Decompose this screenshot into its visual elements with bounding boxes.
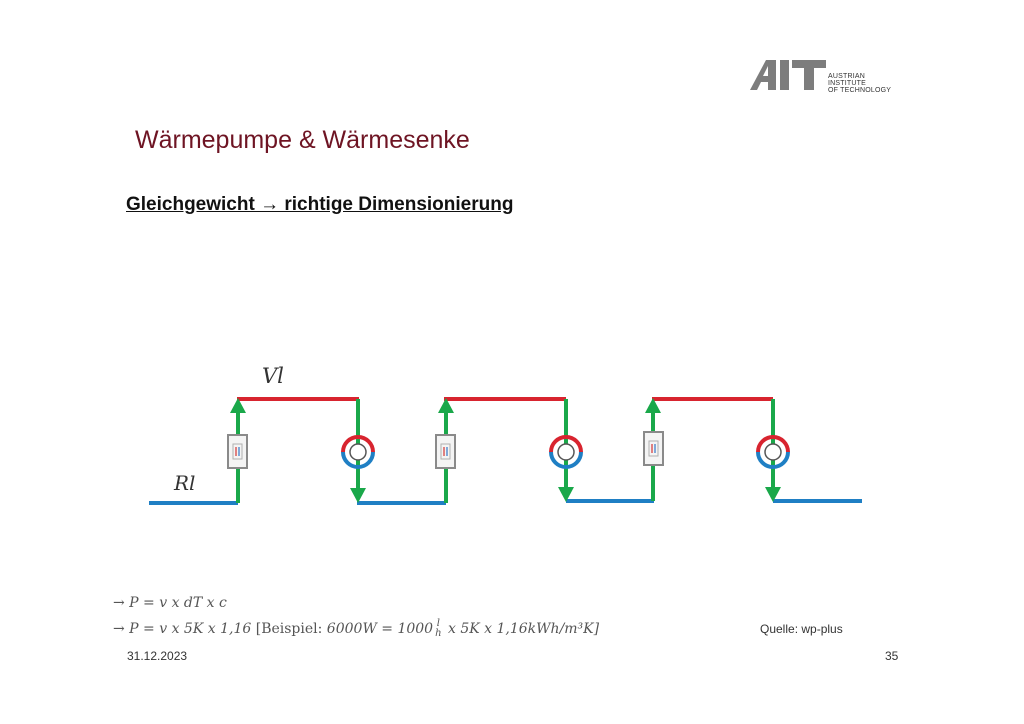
heat-pump-icon <box>435 434 456 469</box>
slide-subtitle: Gleichgewicht → richtige Dimensionierung <box>126 194 514 215</box>
ait-logo-line1: AUSTRIAN INSTITUTE <box>828 73 866 87</box>
heat-sink-icon <box>341 435 375 469</box>
formula-2-example-prefix: [Beispiel: <box>255 621 323 637</box>
ait-logo-text: AUSTRIAN INSTITUTE OF TECHNOLOGY <box>828 73 900 94</box>
supply-label: Vl <box>262 364 284 388</box>
heat-sink-icon <box>549 435 583 469</box>
ait-logo-line2: OF TECHNOLOGY <box>828 87 892 94</box>
heat-pump-icon <box>643 431 664 466</box>
fraction-numerator: l <box>436 618 440 629</box>
slide-date: 31.12.2023 <box>127 649 188 663</box>
formula-line-1: → P = v x dT x c <box>113 595 227 611</box>
formula-2-example-end: x 5K x 1,16kWh/m³K] <box>443 621 600 637</box>
ait-logo-mark <box>750 60 826 90</box>
slide-title: Wärmepumpe & Wärmesenke <box>135 126 470 154</box>
fraction-denominator: h <box>435 628 442 639</box>
formula-1-text: → P = v x dT x c <box>113 595 227 611</box>
formula-2-example-mid: 6000W = 1000 <box>322 621 434 637</box>
return-label: Rl <box>174 471 196 495</box>
source-note: Quelle: wp-plus <box>760 622 843 636</box>
formula-2-start: → P = v x 5K x 1,16 <box>113 621 256 637</box>
page-number: 35 <box>885 649 899 663</box>
heat-sink-icon <box>756 435 790 469</box>
ait-logo: AUSTRIAN INSTITUTE OF TECHNOLOGY <box>750 58 900 94</box>
formula-line-2: → P = v x 5K x 1,16 [Beispiel: 6000W = 1… <box>113 619 599 639</box>
heat-pump-icon <box>227 434 248 469</box>
